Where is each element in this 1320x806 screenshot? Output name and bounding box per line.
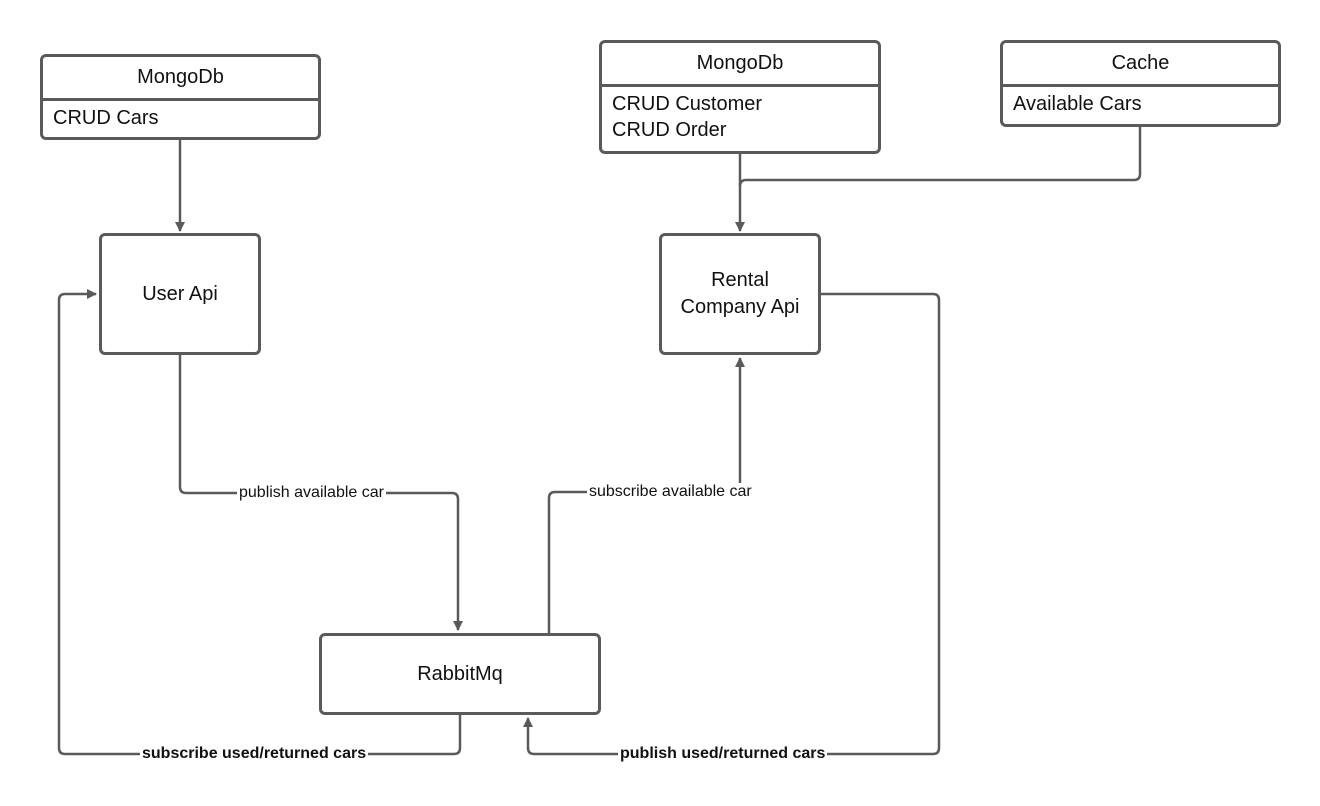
rabbitmq-label: RabbitMq [417, 662, 503, 685]
mongodb-cars-node[interactable]: MongoDb CRUD Cars [40, 54, 321, 140]
mongodb-rental-line-order: CRUD Order [612, 119, 727, 141]
rental-api-label-line1: Rental [711, 269, 769, 291]
rental-api-label-line2: Company Api [680, 296, 800, 318]
edge-rabbitmq-to-user-api [57, 289, 462, 756]
edge-label-subscribe-used: subscribe used/returned cars [140, 745, 369, 763]
rabbitmq-node[interactable]: RabbitMq [319, 633, 601, 715]
edge-cache-to-rental-api [738, 126, 1142, 187]
edge-label-subscribe-available: subscribe available car [587, 483, 754, 501]
cache-node[interactable]: Cache Available Cars [1000, 40, 1281, 127]
cache-title: Cache [1003, 43, 1278, 87]
cache-line: Available Cars [1013, 93, 1142, 115]
edge-label-publish-used: publish used/returned cars [618, 745, 828, 763]
edge-label-publish-available: publish available car [237, 484, 386, 502]
user-api-node[interactable]: User Api [99, 233, 261, 355]
mongodb-cars-line: CRUD Cars [53, 107, 159, 129]
mongodb-rental-title: MongoDb [602, 43, 878, 87]
user-api-label: User Api [142, 282, 218, 305]
mongodb-cars-title: MongoDb [43, 57, 318, 101]
mongodb-rental-line-customer: CRUD Customer [612, 93, 763, 115]
rental-company-api-node[interactable]: Rental Company Api [659, 233, 821, 355]
edge-rental-api-to-rabbitmq [523, 292, 941, 756]
mongodb-rental-node[interactable]: MongoDb CRUD Customer CRUD Order [599, 40, 881, 154]
